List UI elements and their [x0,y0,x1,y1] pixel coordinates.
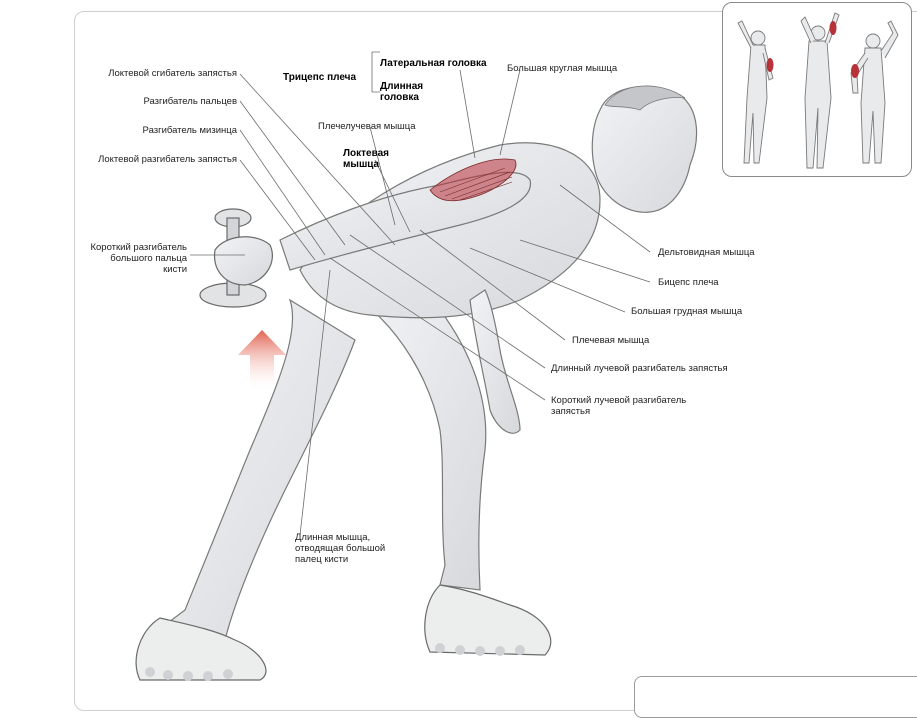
label-short-thumb-extensor: Короткий разгибатель большого пальца кис… [90,242,187,275]
inset-highlights [766,21,859,78]
label-ulnar-flexor: Локтевой сгибатель запястья [108,68,237,79]
figure-hair [604,85,686,111]
label-brachialis: Плечевая мышца [572,335,650,346]
dumbbell [199,208,273,308]
inset-panel [722,2,912,177]
label-brachioradialis: Плечелучевая мышца [318,121,416,132]
label-triceps: Трицепс плеча [283,72,357,83]
label-biceps: Бицепс плеча [658,277,719,288]
leader-lines [190,51,651,536]
label-pectoralis: Большая грудная мышца [631,306,743,317]
label-finger-extensor: Разгибатель пальцев [143,96,237,107]
movement-arrow [238,330,286,390]
label-pinky-extensor: Разгибатель мизинца [142,125,237,136]
label-teres-major: Большая круглая мышца [507,63,618,74]
label-anconeus: Локтевая мышца [343,148,390,170]
label-abductor-pollicis: Длинная мышца, отводящая большой палец к… [295,532,386,565]
label-long-radial-extensor: Длинный лучевой разгибатель запястья [551,363,728,374]
label-deltoid: Дельтовидная мышца [658,247,755,258]
triceps-fibers [439,167,513,201]
label-ulnar-extensor: Локтевой разгибатель запястья [98,154,237,165]
bottom-panel-edge [634,676,917,718]
label-long-head: Длинная головка [380,81,424,103]
label-short-radial-extensor: Короткий лучевой разгибатель запястья [551,395,687,417]
inset-figures [737,12,899,169]
figure-shoes [135,584,552,681]
exercise-illustration [135,51,698,681]
label-lateral-head: Латеральная головка [380,58,487,69]
